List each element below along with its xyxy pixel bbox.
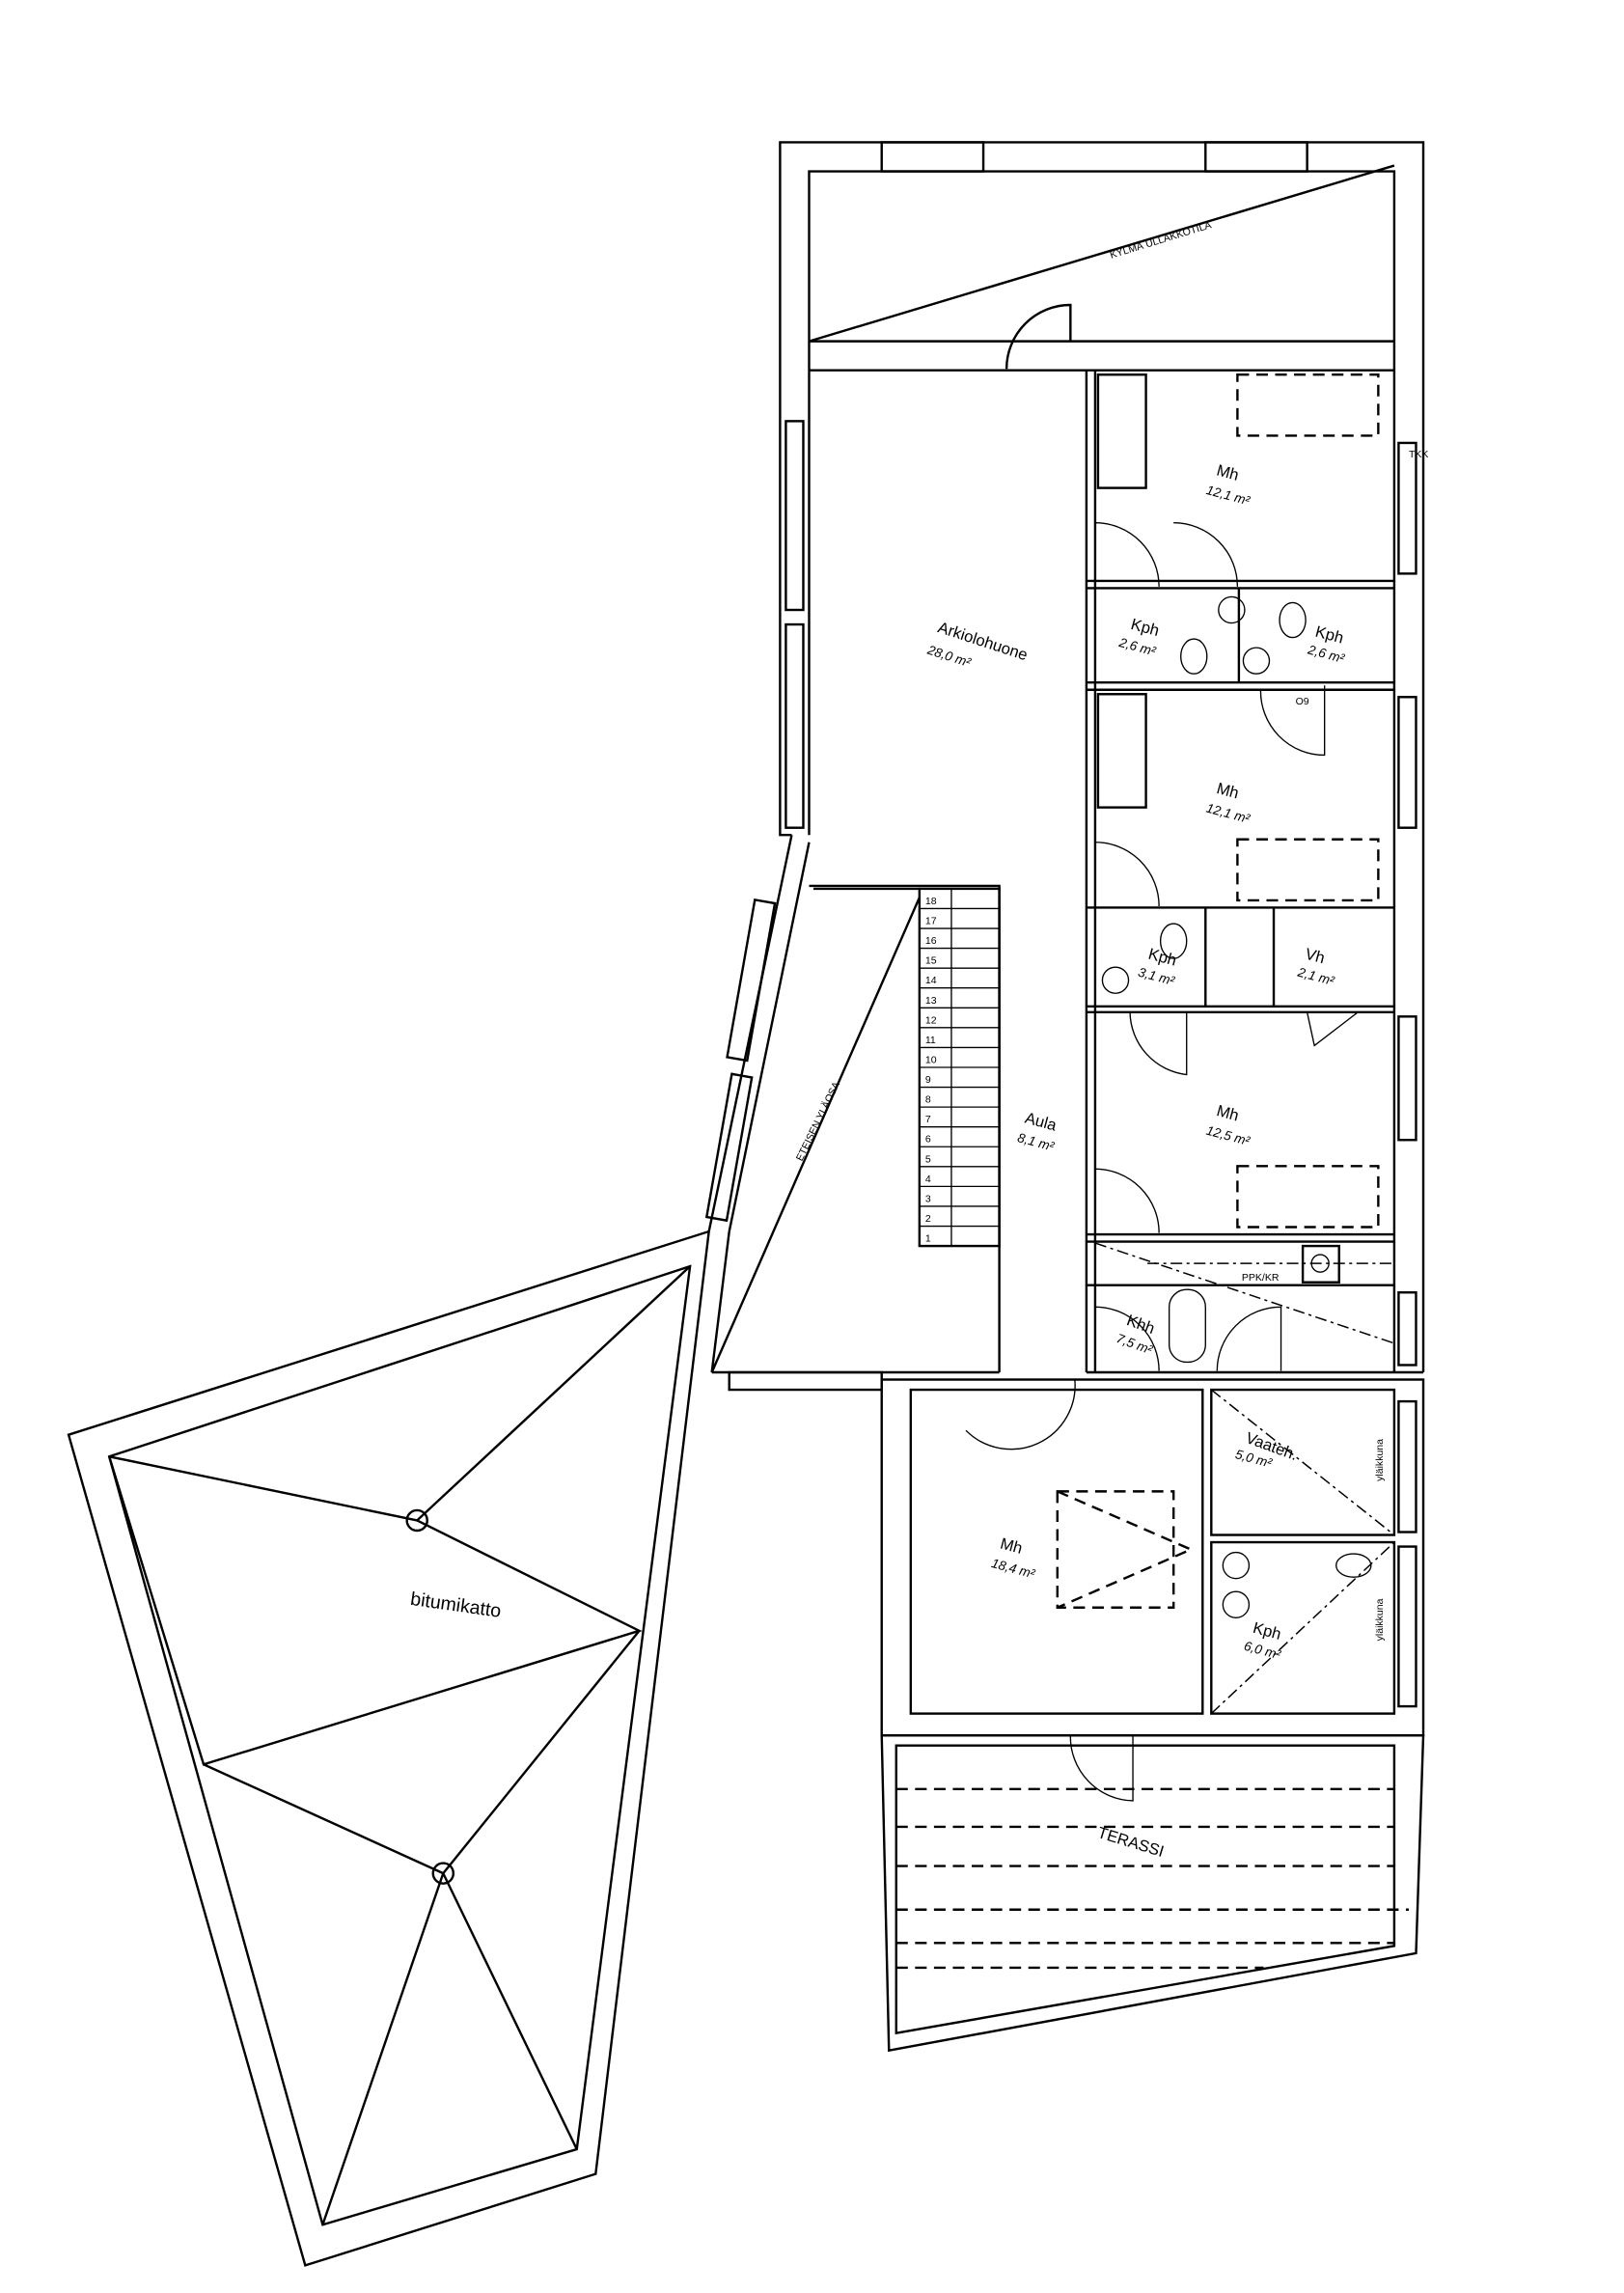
mh1-label: Mh — [1215, 461, 1241, 484]
mh3-area: 12,5 m² — [1205, 1123, 1252, 1148]
ppk-label: PPK/KR — [1242, 1272, 1280, 1284]
o9-label: O9 — [1296, 696, 1309, 707]
stair-step-number: 17 — [925, 916, 937, 927]
mh1-area: 12,1 m² — [1205, 483, 1252, 508]
stair-step-number: 9 — [925, 1074, 931, 1086]
stair-step-number: 7 — [925, 1114, 931, 1125]
kph4-label: Kph — [1251, 1618, 1282, 1644]
mh4-area: 18,4 m² — [990, 1556, 1037, 1581]
stair-step-number: 12 — [925, 1014, 937, 1026]
stair-step-number: 18 — [925, 896, 937, 907]
stair-step-number: 16 — [925, 935, 937, 947]
mh2-label: Mh — [1215, 779, 1241, 802]
stair-step-number: 10 — [925, 1054, 937, 1065]
mh2-area: 12,1 m² — [1205, 801, 1252, 826]
vh-label: Vh — [1304, 945, 1327, 968]
tkk-label: TKK — [1409, 449, 1428, 460]
stair-step-number: 8 — [925, 1094, 931, 1106]
stair-step-number: 14 — [925, 975, 937, 986]
kph3-label: Kph — [1146, 945, 1178, 970]
stair-step-number: 5 — [925, 1153, 931, 1165]
living-area: 28,0 m² — [924, 642, 973, 670]
stair-step-number: 3 — [925, 1193, 931, 1204]
aula-area: 8,1 m² — [1016, 1130, 1056, 1154]
stair-step-number: 11 — [925, 1035, 936, 1046]
roof-label: bitumikatto — [409, 1589, 503, 1622]
roof-drain-icon — [431, 1862, 455, 1885]
bitumen-roof: bitumikatto — [67, 1229, 711, 2267]
outer-walls — [704, 141, 1425, 1372]
terrace: TERASSI — [880, 1733, 1425, 2053]
mh3-label: Mh — [1215, 1101, 1241, 1124]
stair-step-number: 15 — [925, 955, 937, 967]
mh4-label: Mh — [999, 1534, 1025, 1558]
stair-step-number: 13 — [925, 995, 937, 1007]
attic-label: KYLMÄ ULLAKKOTILA — [1109, 219, 1213, 261]
ylaikkuna-label-1: yläikkuna — [1374, 1439, 1386, 1481]
stair-step-number: 1 — [925, 1233, 931, 1245]
ylaikkuna-label-2: yläikkuna — [1374, 1598, 1386, 1641]
cold-attic: KYLMÄ ULLAKKOTILA — [809, 164, 1395, 372]
roof-drain-icon — [405, 1508, 428, 1533]
terrace-label: TERASSI — [1095, 1823, 1166, 1861]
interior-walls — [711, 370, 1423, 1450]
vh-area: 2,1 m² — [1295, 964, 1335, 988]
master-wing — [880, 1378, 1425, 1802]
kph2-label: Kph — [1313, 622, 1345, 648]
eteinen-label: ETEISEN YLÄOSA — [794, 1080, 842, 1163]
aula-label: Aula — [1023, 1109, 1060, 1135]
stair-step-number: 6 — [925, 1134, 931, 1146]
kph1-label: Kph — [1129, 615, 1161, 640]
stair-step-number: 4 — [925, 1174, 931, 1185]
stair-step-number: 2 — [925, 1213, 931, 1225]
